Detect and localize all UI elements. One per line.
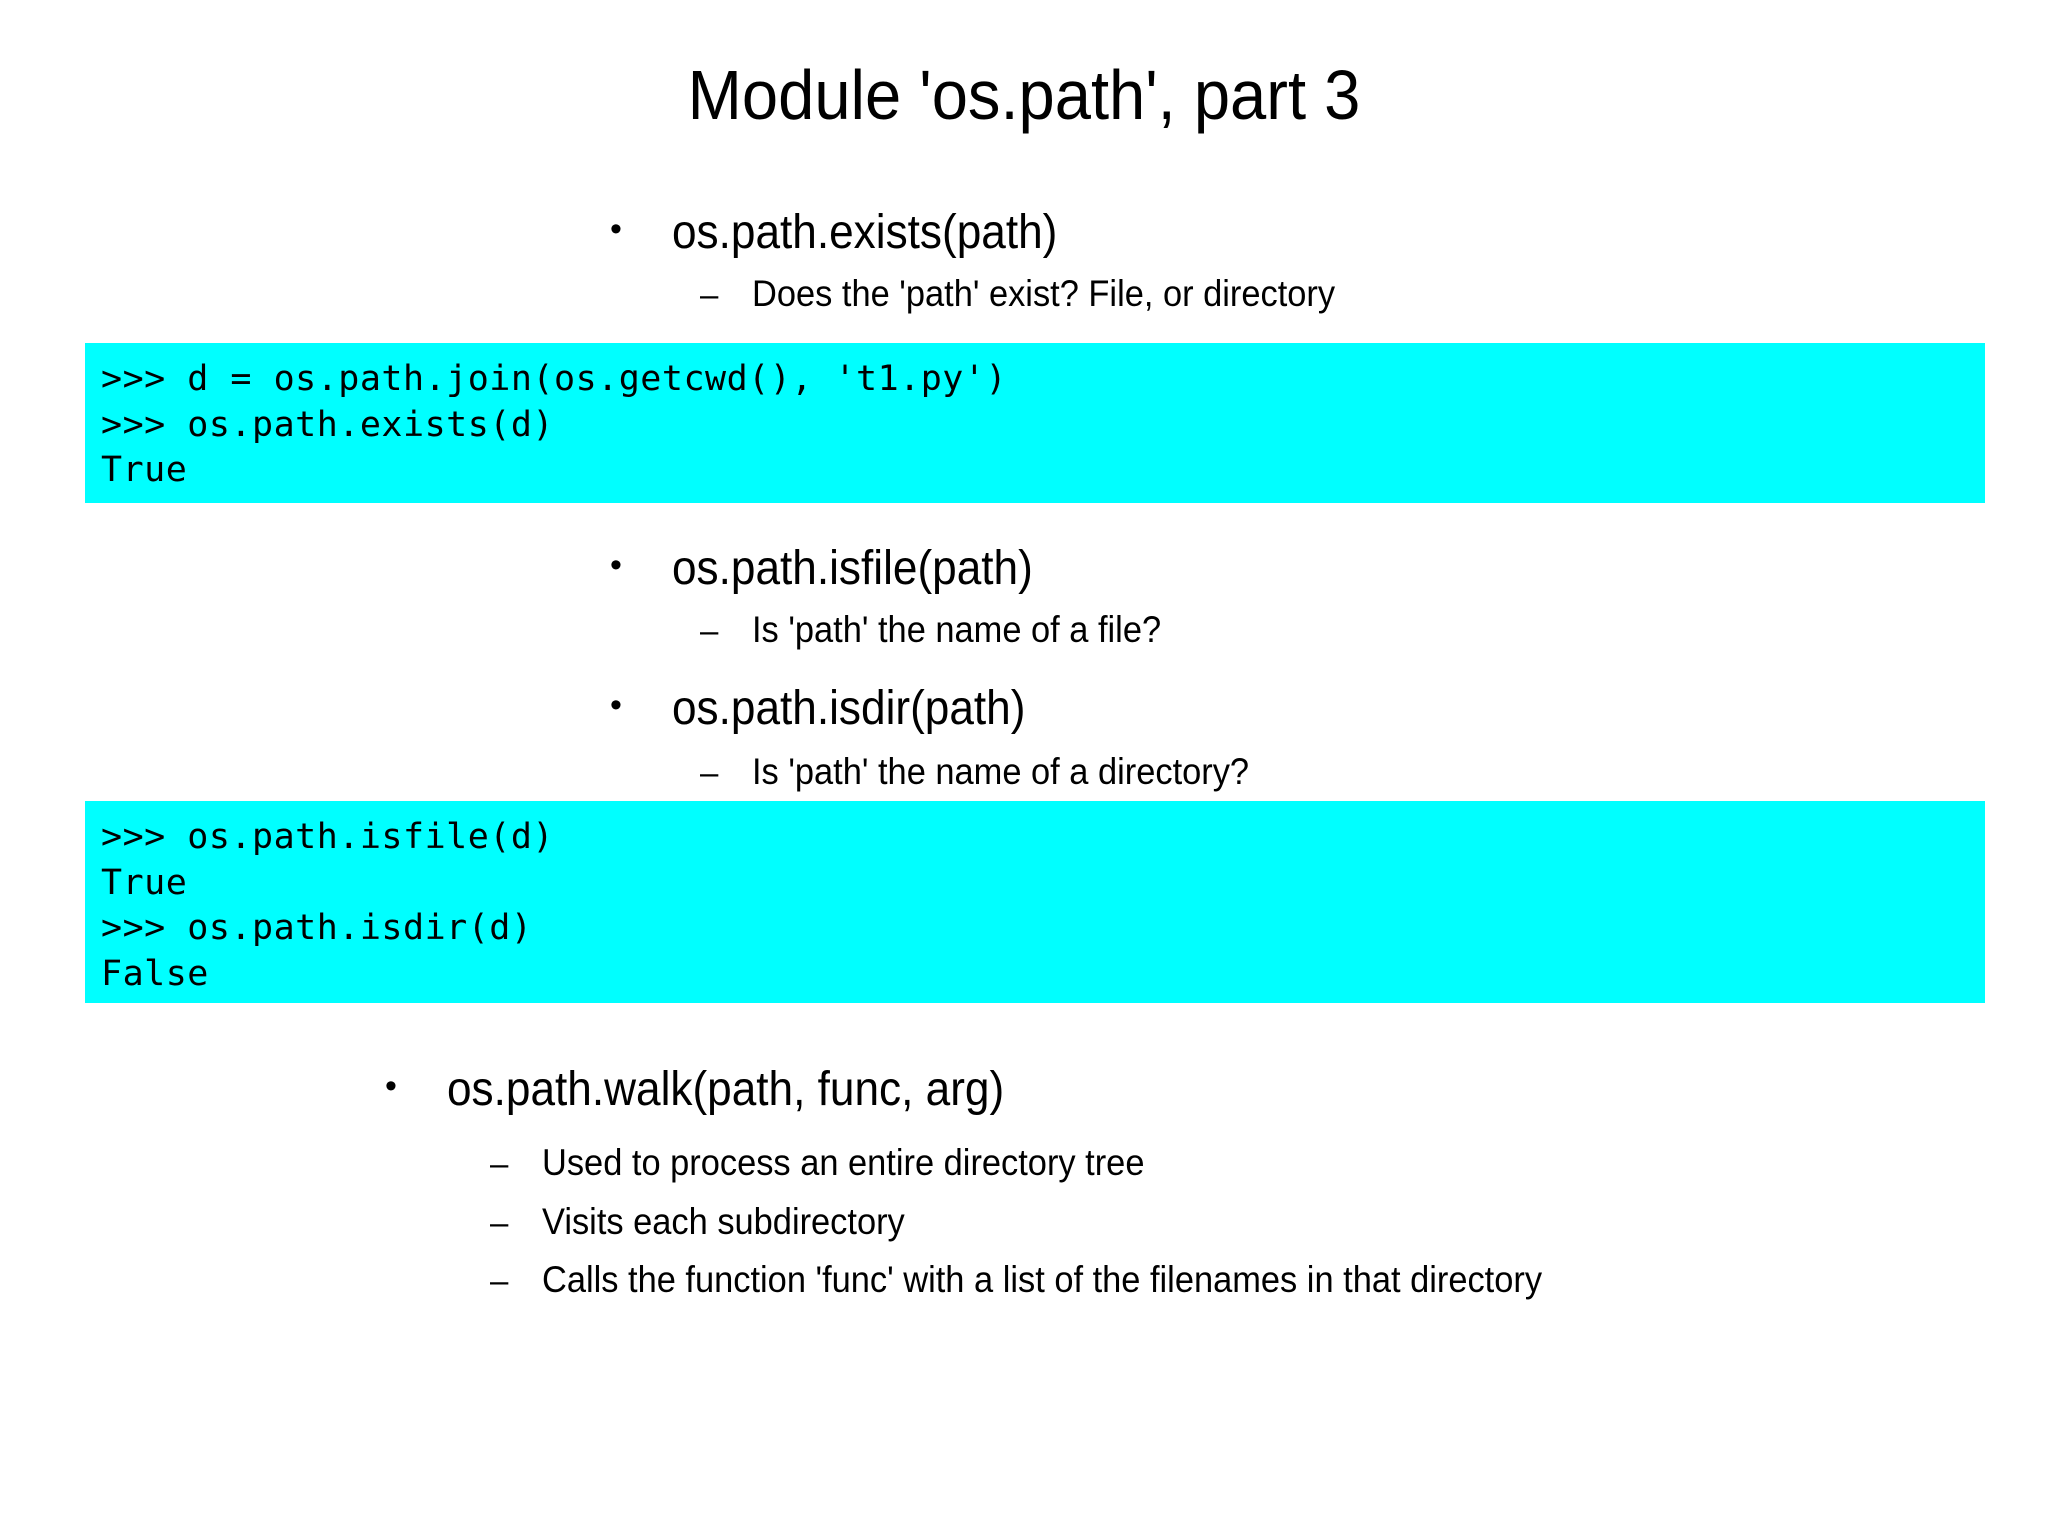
- subbullet-item-isfile-desc: – Is 'path' the name of a file?: [700, 608, 1192, 652]
- subbullet-label-walk-desc-3: Calls the function 'func' with a list of…: [542, 1259, 1543, 1300]
- subbullet-label-walk-desc-1: Used to process an entire directory tree: [542, 1142, 1145, 1183]
- bullet-item-isdir: • os.path.isdir(path): [610, 682, 1056, 736]
- bullet-label-isdir: os.path.isdir(path): [672, 682, 1026, 735]
- subbullet-label-isfile-desc: Is 'path' the name of a file?: [752, 609, 1162, 650]
- subbullet-label-exists-desc: Does the 'path' exist? File, or director…: [752, 273, 1336, 314]
- bullet-item-exists: • os.path.exists(path): [610, 206, 1091, 260]
- bullet-item-walk: • os.path.walk(path, func, arg): [385, 1063, 1053, 1117]
- bullet-marker-icon: •: [610, 546, 622, 584]
- code-block-isfile-isdir: >>> os.path.isfile(d) True >>> os.path.i…: [85, 801, 1985, 1003]
- subbullet-item-walk-desc-3: – Calls the function 'func' with a list …: [490, 1258, 1617, 1302]
- bullet-marker-icon: •: [385, 1067, 397, 1105]
- subbullet-item-walk-desc-1: – Used to process an entire directory tr…: [490, 1141, 1190, 1185]
- bullet-label-walk: os.path.walk(path, func, arg): [447, 1063, 1005, 1116]
- bullet-marker-icon: •: [610, 686, 622, 724]
- dash-marker-icon: –: [700, 612, 719, 649]
- dash-marker-icon: –: [490, 1145, 509, 1182]
- bullet-marker-icon: •: [610, 210, 622, 248]
- dash-marker-icon: –: [490, 1204, 509, 1241]
- subbullet-item-isdir-desc: – Is 'path' the name of a directory?: [700, 750, 1286, 794]
- subbullet-label-isdir-desc: Is 'path' the name of a directory?: [752, 751, 1250, 792]
- bullet-label-exists: os.path.exists(path): [672, 206, 1058, 259]
- subbullet-item-walk-desc-2: – Visits each subdirectory: [490, 1200, 932, 1244]
- bullet-item-isfile: • os.path.isfile(path): [610, 542, 1064, 596]
- page-title: Module 'os.path', part 3: [687, 56, 1361, 134]
- dash-marker-icon: –: [700, 754, 719, 791]
- dash-marker-icon: –: [490, 1262, 509, 1299]
- bullet-label-isfile: os.path.isfile(path): [672, 542, 1033, 595]
- subbullet-item-exists-desc: – Does the 'path' exist? File, or direct…: [700, 272, 1379, 316]
- dash-marker-icon: –: [700, 276, 719, 313]
- code-block-exists: >>> d = os.path.join(os.getcwd(), 't1.py…: [85, 343, 1985, 503]
- subbullet-label-walk-desc-2: Visits each subdirectory: [542, 1201, 905, 1242]
